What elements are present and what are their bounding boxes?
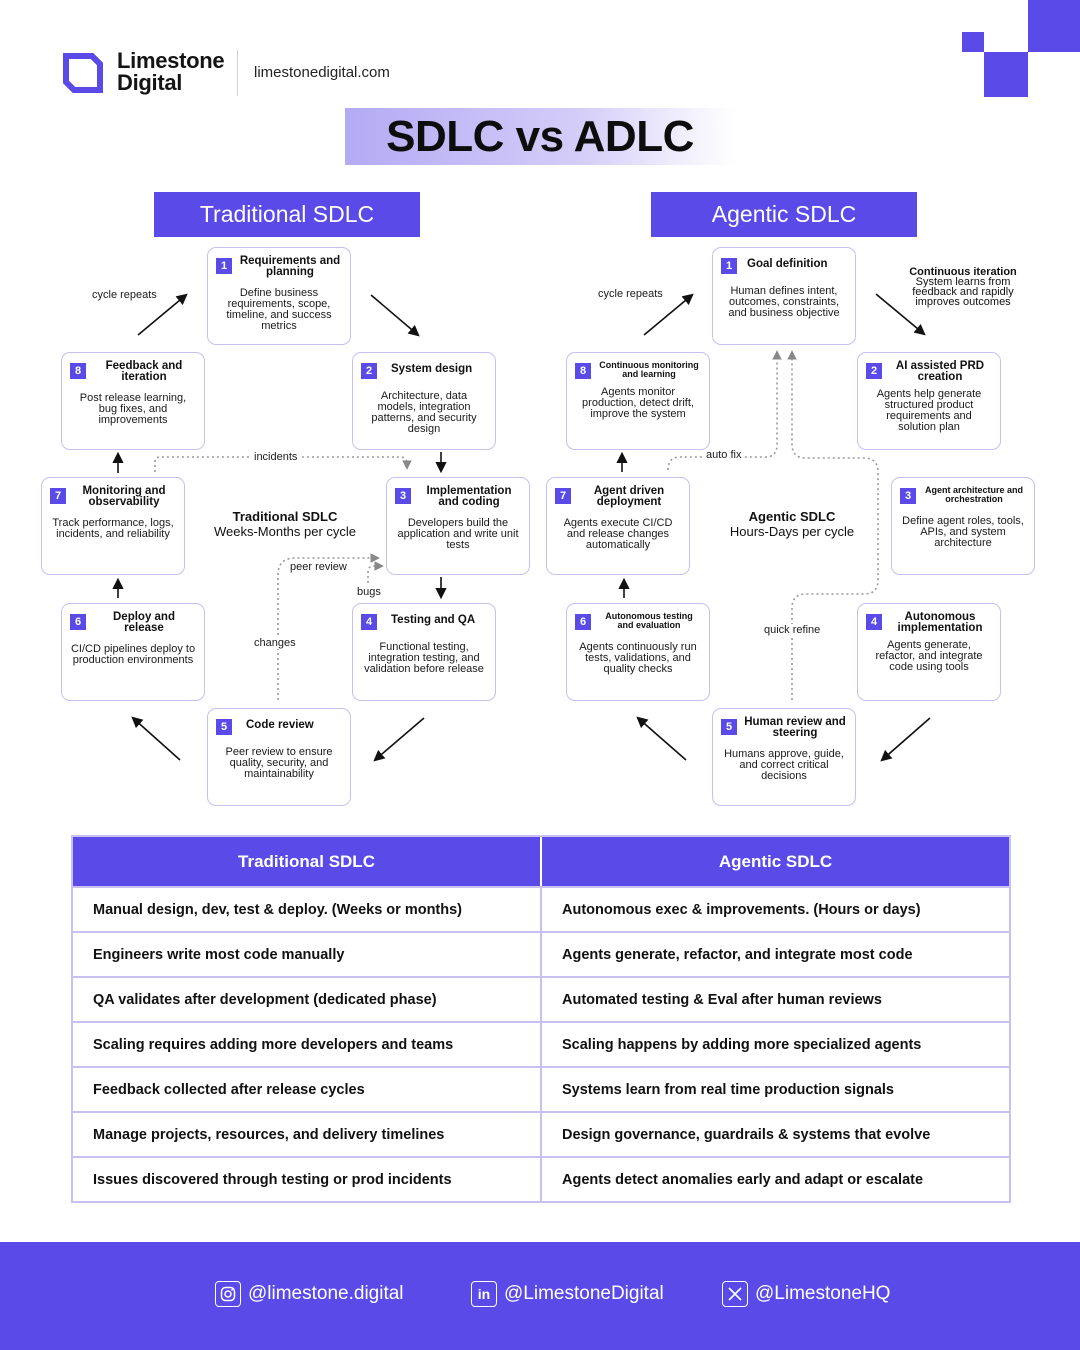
table-cell-traditional: Manage projects, resources, and delivery… xyxy=(93,1126,445,1143)
brand-name: Limestone Digital xyxy=(117,48,225,95)
incidents-connector xyxy=(154,456,412,472)
arrow-4-to-5 xyxy=(373,717,425,762)
arrow-1-to-2 xyxy=(370,294,420,337)
linkedin-link[interactable]: in @LimestoneDigital xyxy=(471,1280,664,1308)
traditional-header: Traditional SDLC xyxy=(154,192,420,237)
table-cell-agentic: Autonomous exec & improvements. (Hours o… xyxy=(540,888,1009,931)
agentic-header: Agentic SDLC xyxy=(651,192,917,237)
agentic-center-title: Agentic SDLC xyxy=(748,509,836,524)
linkedin-icon: in xyxy=(471,1281,497,1307)
corner-square-2 xyxy=(1028,0,1080,52)
traditional-cycle-label: cycle repeats xyxy=(90,289,159,301)
table-row: Scaling requires adding more developers … xyxy=(73,1021,1009,1066)
table-cell-agentic: Design governance, guardrails & systems … xyxy=(540,1113,1009,1156)
instagram-link[interactable]: @limestone.digital xyxy=(215,1280,404,1308)
table-cell-agentic: Automated testing & Eval after human rev… xyxy=(540,978,1009,1021)
table-cell-agentic: Agents detect anomalies early and adapt … xyxy=(540,1158,1009,1201)
title-highlight xyxy=(345,108,735,165)
arrow-a1-to-a2 xyxy=(875,293,926,336)
header-divider xyxy=(237,50,238,96)
traditional-center-title: Traditional SDLC xyxy=(232,509,338,524)
quick-refine-connector xyxy=(787,350,879,700)
x-handle: @LimestoneHQ xyxy=(755,1283,891,1304)
bugs-connector xyxy=(367,561,384,588)
peer-review-label: peer review xyxy=(288,561,349,573)
page-title: SDLC vs ADLC xyxy=(386,111,694,161)
table-row: Engineers write most code manually Agent… xyxy=(73,931,1009,976)
bugs-label: bugs xyxy=(355,586,383,598)
limestone-logo-icon xyxy=(63,53,103,93)
flow-arrows xyxy=(112,293,931,762)
quick-refine-label: quick refine xyxy=(762,624,823,636)
table-row: Manage projects, resources, and delivery… xyxy=(73,1111,1009,1156)
continuous-iteration-desc: System learns from feedback and rapidly … xyxy=(912,276,1014,308)
x-icon xyxy=(722,1281,748,1307)
table-header-traditional: Traditional SDLC xyxy=(238,851,375,871)
auto-fix-connector xyxy=(667,350,782,471)
table-row: Feedback collected after release cycles … xyxy=(73,1066,1009,1111)
footer-bar xyxy=(0,1242,1080,1350)
changes-peer-review-connector xyxy=(277,553,380,700)
changes-label: changes xyxy=(252,637,298,649)
table-row: QA validates after development (dedicate… xyxy=(73,976,1009,1021)
table-cell-traditional: Scaling requires adding more developers … xyxy=(93,1036,454,1053)
arrow-a8-to-a1 xyxy=(643,293,694,336)
table-row: Issues discovered through testing or pro… xyxy=(73,1156,1009,1201)
auto-fix-label: auto fix xyxy=(704,449,744,461)
table-cell-traditional: Engineers write most code manually xyxy=(93,946,345,963)
arrow-5-to-6 xyxy=(131,716,181,761)
arrow-a5-to-a6 xyxy=(636,716,687,761)
table-cell-traditional: Manual design, dev, test & deploy. (Week… xyxy=(93,901,463,918)
traditional-center-sub: Weeks-Months per cycle xyxy=(213,524,357,539)
linkedin-handle: @LimestoneDigital xyxy=(504,1283,664,1304)
site-url[interactable]: limestonedigital.com xyxy=(254,64,390,81)
table-header-agentic: Agentic SDLC xyxy=(540,837,1009,886)
table-header-row: Traditional SDLC Agentic SDLC xyxy=(73,837,1009,886)
comparison-table: Traditional SDLC Agentic SDLC Manual des… xyxy=(71,835,1011,1203)
corner-square-3 xyxy=(984,52,1028,97)
table-cell-agentic: Systems learn from real time production … xyxy=(540,1068,1009,1111)
continuous-iteration-title: Continuous iteration xyxy=(909,266,1017,278)
table-cell-traditional: QA validates after development (dedicate… xyxy=(93,991,437,1008)
corner-square-1 xyxy=(962,32,984,52)
instagram-handle: @limestone.digital xyxy=(248,1283,404,1304)
arrow-8-to-1 xyxy=(137,293,188,336)
instagram-icon xyxy=(215,1281,241,1307)
agentic-cycle-label: cycle repeats xyxy=(596,288,665,300)
incidents-label: incidents xyxy=(252,451,300,463)
table-cell-traditional: Feedback collected after release cycles xyxy=(93,1081,365,1098)
table-cell-traditional: Issues discovered through testing or pro… xyxy=(93,1171,452,1188)
agentic-center-sub: Hours-Days per cycle xyxy=(729,524,855,539)
arrow-a4-to-a5 xyxy=(880,717,931,762)
table-cell-agentic: Scaling happens by adding more specializ… xyxy=(540,1023,1009,1066)
x-link[interactable]: @LimestoneHQ xyxy=(722,1280,890,1308)
table-row: Manual design, dev, test & deploy. (Week… xyxy=(73,886,1009,931)
table-cell-agentic: Agents generate, refactor, and integrate… xyxy=(540,933,1009,976)
